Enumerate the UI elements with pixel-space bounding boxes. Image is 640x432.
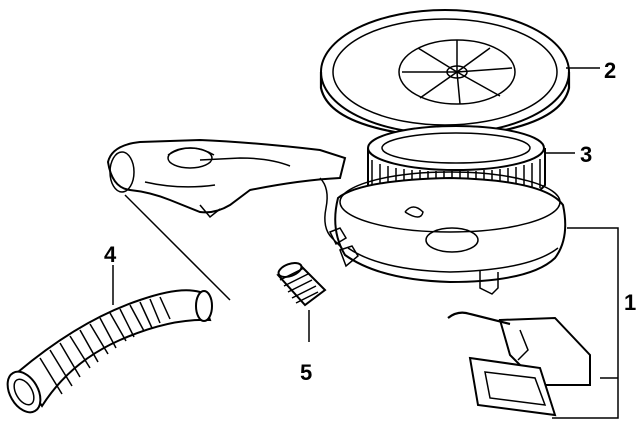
callout-1: 1 <box>624 290 636 315</box>
corrugated-hose <box>6 289 213 414</box>
air-cleaner-housing <box>334 171 567 295</box>
bracket-parts <box>447 311 591 417</box>
leader-lines <box>112 67 619 419</box>
coiled-sensor <box>276 262 327 307</box>
air-cleaner-cover <box>319 9 571 140</box>
intake-duct <box>106 138 359 268</box>
callout-3: 3 <box>580 142 592 167</box>
callout-2: 2 <box>604 58 616 83</box>
callout-4: 4 <box>104 242 117 267</box>
callout-5: 5 <box>300 360 312 385</box>
